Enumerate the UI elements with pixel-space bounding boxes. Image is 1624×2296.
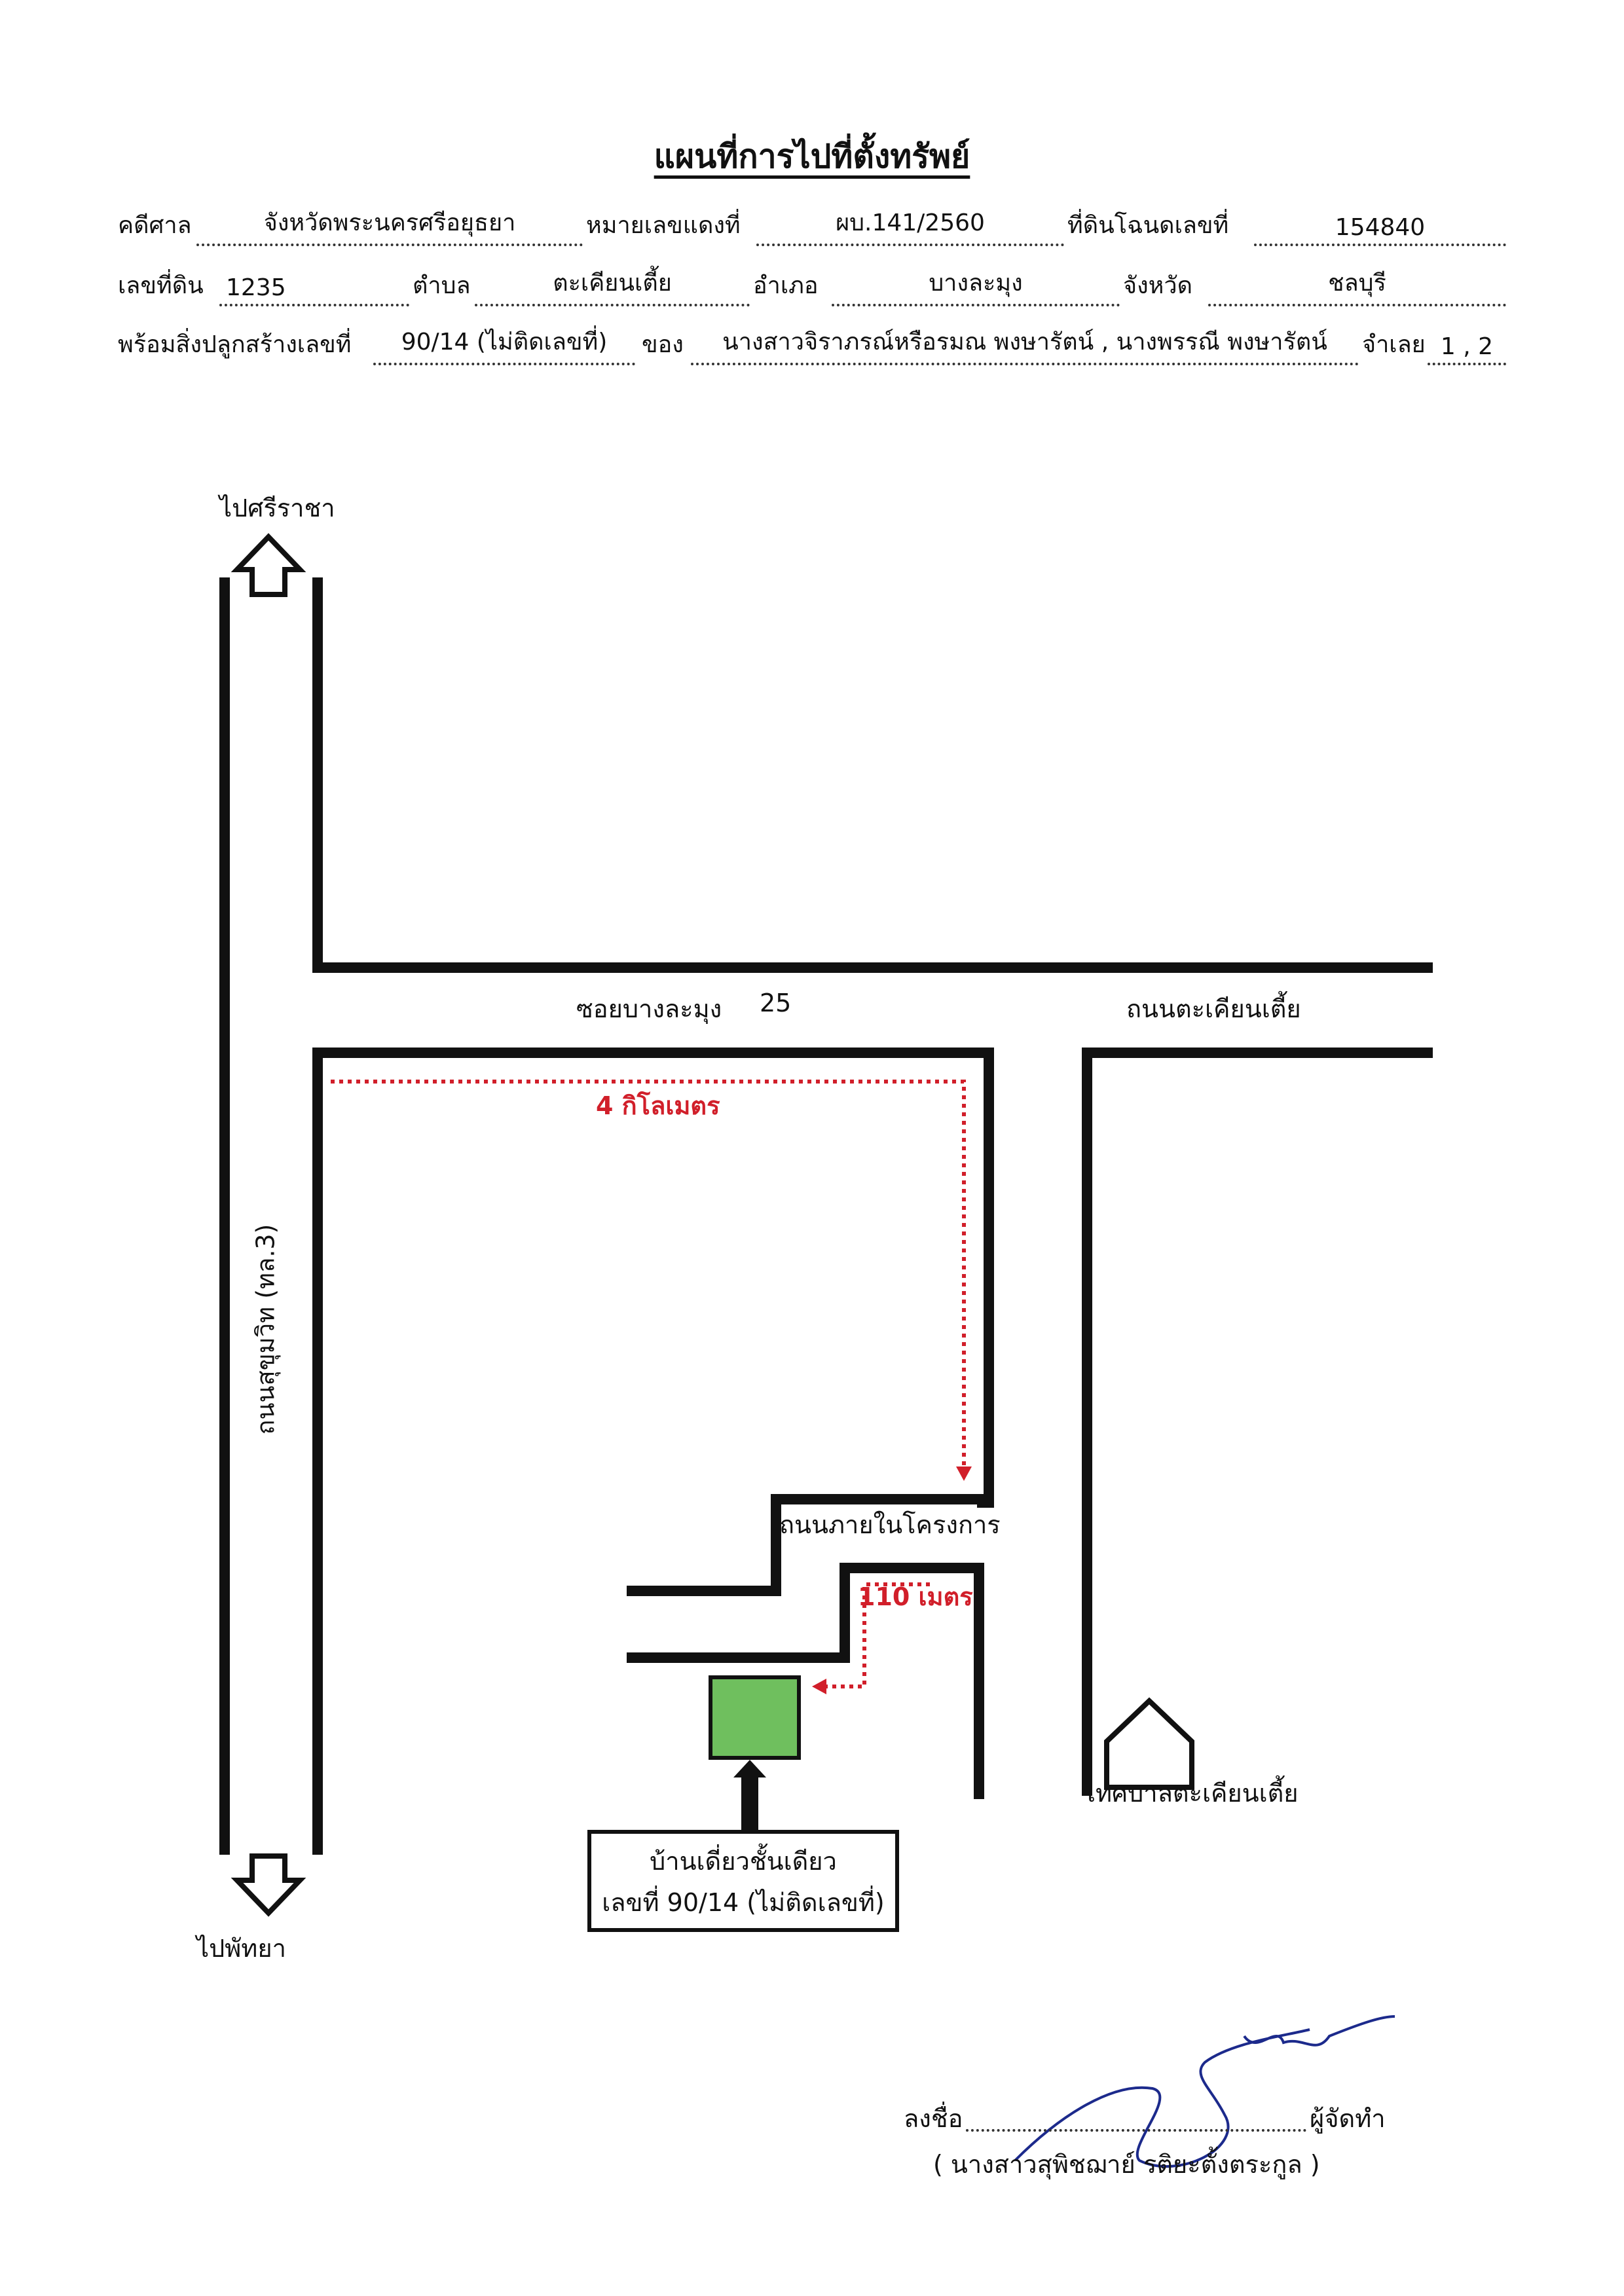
house-callout-box bbox=[587, 1830, 899, 1932]
defendant-value: 1 , 2 bbox=[1440, 333, 1494, 360]
route-110m-arrowhead-icon bbox=[812, 1679, 826, 1694]
province-label: จังหวัด bbox=[1123, 272, 1192, 299]
court-label: คดีศาล bbox=[118, 212, 192, 239]
district-value: บางละมุง bbox=[929, 270, 1023, 297]
deed-field: 154840 bbox=[1254, 211, 1506, 246]
defendant-label: จำเลย bbox=[1362, 331, 1426, 358]
pointer-arrow-shaft bbox=[741, 1774, 758, 1832]
signature-line bbox=[966, 2129, 1306, 2132]
signature-scribble bbox=[1014, 2015, 1395, 2168]
right-road-edge bbox=[1082, 1048, 1433, 1796]
route-4km-arrowhead-icon bbox=[956, 1467, 972, 1481]
house-line-1: บ้านเดี่ยวชั้นเดียว bbox=[650, 1847, 837, 1876]
court-field: จังหวัดพระนครศรีอยุธยา bbox=[196, 210, 583, 246]
land-no-field: 1235 bbox=[219, 271, 409, 306]
right-road-label: ถนนตะเคียนเตี้ย bbox=[1126, 994, 1301, 1023]
red-no-field: ผบ.141/2560 bbox=[756, 210, 1064, 246]
header-line-1: คดีศาล จังหวัดพระนครศรีอยุธยา หมายเลขแดง… bbox=[118, 210, 1506, 249]
pointer-arrow-icon bbox=[733, 1760, 766, 1777]
red-no-value: ผบ.141/2560 bbox=[836, 210, 985, 236]
role-label: ผู้จัดทำ bbox=[1310, 2104, 1386, 2133]
inner-road-bottom-edge bbox=[627, 1563, 984, 1799]
subdistrict-value: ตะเคียนเตี้ย bbox=[553, 270, 672, 297]
defendant-field: 1 , 2 bbox=[1428, 330, 1506, 365]
land-no-value: 1235 bbox=[226, 274, 286, 301]
subdistrict-field: ตะเคียนเตี้ย bbox=[475, 270, 750, 306]
owner-field: นางสาวจิราภรณ์หรือรมณ พงษารัตน์ , นางพรร… bbox=[691, 329, 1359, 365]
municipality-label: เทศบาลตะเคียนเตี้ย bbox=[1087, 1779, 1299, 1808]
owner-value: นางสาวจิราภรณ์หรือรมณ พงษารัตน์ , นางพรร… bbox=[722, 329, 1327, 355]
arrow-up-icon bbox=[231, 533, 306, 597]
district-field: บางละมุง bbox=[832, 270, 1120, 306]
soi-bottom-edge bbox=[312, 1048, 994, 1855]
house-line-2: เลขที่ 90/14 (ไม่ติดเลขที่) bbox=[602, 1888, 885, 1917]
province-field: ชลบุรี bbox=[1208, 270, 1506, 306]
deed-value: 154840 bbox=[1335, 214, 1426, 241]
header-line-3: พร้อมสิ่งปลูกสร้างเลขที่ 90/14 (ไม่ติดเล… bbox=[118, 329, 1506, 368]
inner-road-label: ถนนภายในโครงการ bbox=[779, 1510, 1001, 1539]
distance-4km-label: 4 กิโลเมตร bbox=[596, 1091, 720, 1120]
municipality-house-icon bbox=[1104, 1697, 1194, 1790]
building-value: 90/14 (ไม่ติดเลขที่) bbox=[401, 329, 608, 355]
building-label: พร้อมสิ่งปลูกสร้างเลขที่ bbox=[118, 331, 352, 358]
distance-110m-label: 110 เมตร bbox=[858, 1582, 973, 1611]
district-label: อำเภอ bbox=[753, 272, 819, 299]
arrow-down-icon bbox=[231, 1853, 306, 1917]
soi-number: 25 bbox=[760, 989, 792, 1017]
main-road-label: ถนนสุขุมวิท (ทล.3) bbox=[251, 1224, 280, 1435]
property-plot bbox=[709, 1675, 801, 1760]
to-south-label: ไปพัทยา bbox=[196, 1934, 286, 1963]
building-field: 90/14 (ไม่ติดเลขที่) bbox=[373, 329, 635, 365]
province-value: ชลบุรี bbox=[1328, 270, 1386, 297]
header-line-2: เลขที่ดิน 1235 ตำบล ตะเคียนเตี้ย อำเภอ บ… bbox=[118, 270, 1506, 309]
sign-label: ลงชื่อ bbox=[904, 2104, 963, 2133]
owner-label: ของ bbox=[642, 331, 684, 358]
deed-label: ที่ดินโฉนดเลขที่ bbox=[1067, 212, 1229, 239]
to-north-label: ไปศรีราชา bbox=[219, 494, 335, 522]
soi-label: ซอยบางละมุง bbox=[576, 994, 722, 1023]
inner-road-top-edge bbox=[627, 1494, 987, 1596]
route-4km-line bbox=[331, 1080, 966, 1472]
land-no-label: เลขที่ดิน bbox=[118, 272, 204, 299]
signer-name: ( นางสาวสุพิชฌาย์ รติยะตั้งตระกูล ) bbox=[933, 2150, 1320, 2179]
subdistrict-label: ตำบล bbox=[413, 272, 471, 299]
court-value: จังหวัดพระนครศรีอยุธยา bbox=[263, 210, 516, 236]
page-title: แผนที่การไปที่ตั้งทรัพย์ bbox=[654, 137, 970, 175]
red-no-label: หมายเลขแดงที่ bbox=[586, 212, 741, 239]
